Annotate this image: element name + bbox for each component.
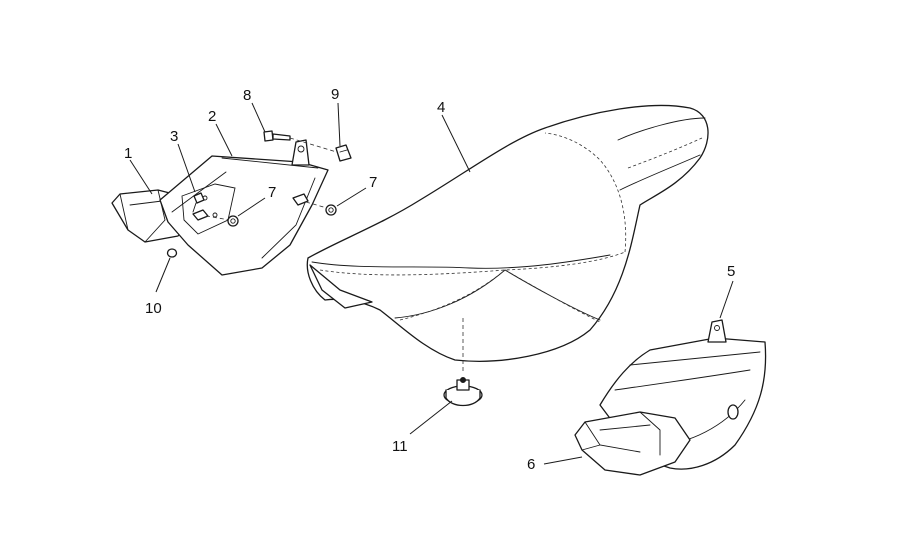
- part-10-ring[interactable]: [166, 248, 178, 258]
- callout-7-right: 7: [369, 174, 377, 191]
- callout-4: 4: [437, 99, 445, 116]
- callout-9: 9: [331, 86, 339, 103]
- part-8-bolt[interactable]: [263, 130, 341, 154]
- callout-1: 1: [124, 145, 132, 162]
- part-11-rubber-buffer[interactable]: [443, 377, 483, 407]
- callout-6: 6: [527, 456, 535, 473]
- callout-labels: 1 2 3 4 5 6 7 7 8 9 10 11: [124, 86, 735, 473]
- callout-8: 8: [243, 87, 251, 104]
- callout-10: 10: [145, 300, 162, 317]
- part-3-clip[interactable]: [192, 192, 205, 213]
- part-7-nut-right[interactable]: [292, 193, 337, 216]
- callout-11: 11: [392, 438, 408, 455]
- part-2-side-panel[interactable]: [159, 139, 329, 276]
- callout-3: 3: [170, 128, 178, 145]
- leader-lines: [129, 102, 734, 465]
- callout-5: 5: [727, 263, 735, 280]
- callout-2: 2: [208, 108, 216, 125]
- part-7-nut-left[interactable]: [192, 209, 239, 227]
- part-9-clip-nut[interactable]: [335, 144, 352, 162]
- part-4-seat[interactable]: [306, 104, 709, 372]
- part-6-handle-cover-right[interactable]: [574, 411, 691, 476]
- callout-7-left: 7: [268, 184, 276, 201]
